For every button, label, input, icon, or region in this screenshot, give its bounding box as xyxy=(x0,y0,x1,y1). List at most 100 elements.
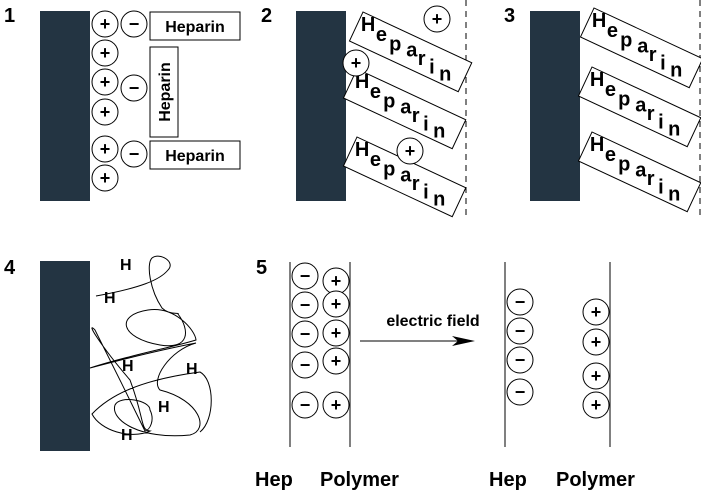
charge-circle xyxy=(291,291,319,319)
plus-sign: + xyxy=(351,53,362,73)
charge-circle xyxy=(342,49,370,77)
charge-circle xyxy=(582,391,610,419)
heparin-letter: r xyxy=(412,105,420,127)
plus-sign: + xyxy=(331,323,342,343)
hep-label: Hep xyxy=(489,469,527,491)
minus-sign: − xyxy=(515,321,526,341)
heparin-letter: H xyxy=(592,10,606,32)
heparin-letter: a xyxy=(635,159,647,181)
charge-circle xyxy=(322,347,350,375)
heparin-letter: r xyxy=(647,168,655,190)
heparin-letter: i xyxy=(423,182,429,204)
charge-circle xyxy=(582,298,610,326)
heparin-box xyxy=(577,66,701,148)
negative-charge: − xyxy=(291,291,319,319)
positive-charge: + xyxy=(423,5,451,33)
panel-number-1: 1 xyxy=(4,5,15,27)
plus-sign: + xyxy=(591,332,602,352)
heparin-label-vertical: Heparin xyxy=(157,62,174,122)
heparin-letter: p xyxy=(383,159,395,181)
charge-circle xyxy=(322,319,350,347)
heparin-letter: n xyxy=(433,121,445,143)
positive-charge: + xyxy=(91,39,119,67)
plus-sign: + xyxy=(100,168,111,188)
positive-charge: + xyxy=(322,290,350,318)
charge-circle xyxy=(322,290,350,318)
charge-circle xyxy=(396,137,424,165)
heparin-letter: n xyxy=(668,119,680,141)
negative-charge: − xyxy=(120,140,148,168)
heparin-letter: H xyxy=(590,134,604,156)
charge-circle xyxy=(120,140,148,168)
charge-circle xyxy=(91,164,119,192)
plus-sign: + xyxy=(331,294,342,314)
charge-circle xyxy=(506,317,534,345)
plus-sign: + xyxy=(100,43,111,63)
heparin-letter: p xyxy=(620,30,632,52)
heparin-letter: a xyxy=(635,94,647,116)
minus-sign: − xyxy=(515,350,526,370)
minus-sign: − xyxy=(300,355,311,375)
heparin-letter: n xyxy=(668,184,680,206)
minus-sign: − xyxy=(300,266,311,286)
charge-circle xyxy=(506,346,534,374)
heparin-letter: n xyxy=(670,60,682,82)
positive-charge: + xyxy=(322,267,350,295)
heparin-box xyxy=(348,11,473,93)
heparin-letter: p xyxy=(383,91,395,113)
heparin-letter: i xyxy=(660,53,666,75)
heparin-letter: a xyxy=(400,96,412,118)
plus-sign: + xyxy=(331,395,342,415)
heparin-box xyxy=(577,131,701,213)
minus-sign: − xyxy=(129,78,140,98)
heparin-letter: e xyxy=(376,24,387,46)
heparin-letter: e xyxy=(370,81,381,103)
panel-number-2: 2 xyxy=(261,5,272,27)
heparin-box-vertical xyxy=(149,46,179,138)
negative-charge: − xyxy=(120,10,148,38)
heparin-letter: p xyxy=(618,89,630,111)
charge-circle xyxy=(91,98,119,126)
heparin-letter: H xyxy=(590,69,604,91)
charge-circle xyxy=(291,262,319,290)
minus-sign: − xyxy=(300,395,311,415)
negative-charge: − xyxy=(291,320,319,348)
positive-charge: + xyxy=(582,362,610,390)
plus-sign: + xyxy=(100,14,111,34)
heparin-label: Heparin xyxy=(165,19,225,36)
heparin-letter: e xyxy=(370,149,381,171)
heparin-h-label: H xyxy=(104,290,116,307)
charge-circle xyxy=(322,391,350,419)
charge-circle xyxy=(582,362,610,390)
panel-number-5: 5 xyxy=(256,257,267,279)
heparin-h-label: H xyxy=(158,399,170,416)
positive-charge: + xyxy=(396,137,424,165)
heparin-letter: i xyxy=(423,114,429,136)
heparin-letter: e xyxy=(607,20,618,42)
charge-circle xyxy=(291,320,319,348)
positive-charge: + xyxy=(91,68,119,96)
heparin-box xyxy=(149,140,241,170)
positive-charge: + xyxy=(91,10,119,38)
positive-charge: + xyxy=(91,135,119,163)
positive-charge: + xyxy=(91,164,119,192)
negative-charge: − xyxy=(291,351,319,379)
charge-circle xyxy=(120,10,148,38)
positive-charge: + xyxy=(342,49,370,77)
charge-circle xyxy=(423,5,451,33)
polymer-coil xyxy=(89,255,212,437)
plus-sign: + xyxy=(405,141,416,161)
positive-charge: + xyxy=(322,347,350,375)
heparin-letter: p xyxy=(618,154,630,176)
positive-charge: + xyxy=(582,391,610,419)
heparin-letter: r xyxy=(412,173,420,195)
heparin-h-label: H xyxy=(120,257,132,274)
surface-wall-4 xyxy=(40,261,90,451)
negative-charge: − xyxy=(506,378,534,406)
heparin-letter: r xyxy=(649,44,657,66)
heparin-letter: i xyxy=(658,177,664,199)
